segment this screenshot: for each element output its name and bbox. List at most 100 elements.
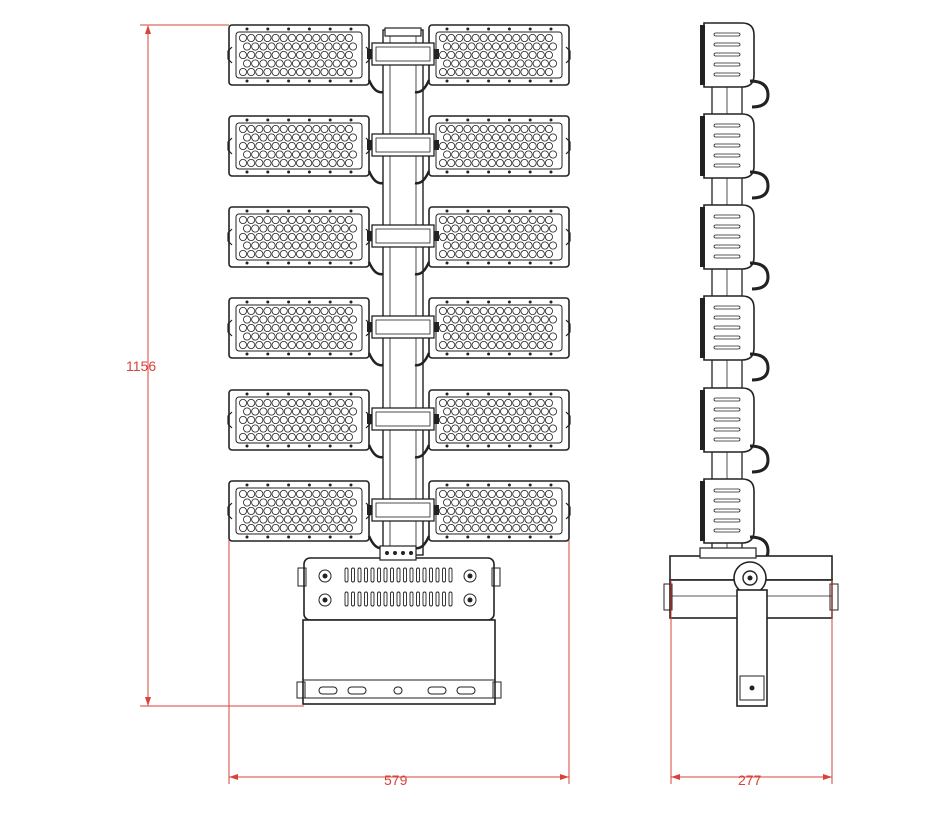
pole-clamp-inner <box>375 46 431 62</box>
led-lens <box>520 306 529 315</box>
cooling-slot <box>377 591 381 607</box>
led-lens <box>332 42 341 51</box>
led-lens <box>271 215 280 224</box>
led-lens <box>471 249 480 258</box>
mount-dot <box>266 352 270 356</box>
mount-dot <box>307 27 311 31</box>
led-lens <box>532 407 541 416</box>
led-lens <box>259 332 268 341</box>
led-lens <box>536 125 545 134</box>
led-lens <box>540 224 549 233</box>
led-lens <box>438 34 447 43</box>
mount-dot <box>349 444 353 448</box>
mount-dot <box>266 300 270 304</box>
led-lens <box>475 332 484 341</box>
led-lens <box>528 51 537 60</box>
led-lens <box>320 306 329 315</box>
led-lens <box>238 68 247 77</box>
led-lens <box>340 515 349 524</box>
led-lens <box>275 498 284 507</box>
led-lens <box>508 407 517 416</box>
pole-clamp-inner <box>375 137 431 153</box>
led-lens <box>520 34 529 43</box>
led-lens <box>459 133 468 142</box>
led-lens <box>483 424 492 433</box>
cooling-slot <box>442 567 446 583</box>
led-lens <box>291 42 300 51</box>
side-module-housing <box>703 22 755 88</box>
led-lens <box>324 515 333 524</box>
led-lens <box>279 215 288 224</box>
mount-dot <box>549 209 553 213</box>
led-lens <box>344 249 353 258</box>
led-lens <box>279 340 288 349</box>
led-lens <box>336 51 345 60</box>
led-module <box>227 115 371 177</box>
mount-dot <box>287 170 291 174</box>
led-lens <box>283 315 292 324</box>
led-lens <box>487 489 496 498</box>
led-lens <box>312 340 321 349</box>
led-lens <box>316 150 325 159</box>
led-lens <box>467 498 476 507</box>
led-lens <box>504 249 513 258</box>
led-lens <box>438 489 447 498</box>
led-lens <box>263 158 272 167</box>
led-lens <box>540 241 549 250</box>
mount-dot <box>445 118 449 122</box>
led-lens <box>496 506 505 515</box>
led-lens <box>447 323 456 332</box>
led-lens <box>504 489 513 498</box>
mount-dot <box>287 352 291 356</box>
led-lens <box>496 51 505 60</box>
led-lens <box>296 524 305 533</box>
mount-dot <box>328 444 332 448</box>
led-lens <box>471 125 480 134</box>
led-lens <box>532 59 541 68</box>
led-lens <box>296 158 305 167</box>
led-lens <box>438 432 447 441</box>
led-lens <box>512 232 521 241</box>
cooling-slot <box>357 591 362 607</box>
led-lens <box>451 498 460 507</box>
bracket-tab <box>492 681 502 699</box>
led-module <box>427 389 571 451</box>
led-lens <box>279 141 288 150</box>
led-lens <box>291 498 300 507</box>
clamp-bolt <box>434 414 439 424</box>
led-lens <box>344 232 353 241</box>
led-lens <box>243 332 252 341</box>
led-lens <box>263 68 272 77</box>
led-lens <box>479 489 488 498</box>
led-lens <box>348 332 357 341</box>
led-lens <box>275 332 284 341</box>
mount-dot <box>549 483 553 487</box>
led-lens <box>479 215 488 224</box>
arm-curve <box>367 170 384 185</box>
led-lens <box>471 323 480 332</box>
led-lens <box>308 150 317 159</box>
led-lens <box>308 332 317 341</box>
led-lens <box>271 141 280 150</box>
led-lens <box>544 506 553 515</box>
led-lens <box>255 215 264 224</box>
led-lens <box>238 398 247 407</box>
led-lens <box>283 407 292 416</box>
led-lens <box>304 158 313 167</box>
cooling-slot <box>364 591 368 607</box>
led-lens <box>255 432 264 441</box>
led-module <box>227 297 371 359</box>
cooling-slot <box>370 567 375 583</box>
side-clip <box>227 502 233 520</box>
led-lens <box>328 489 337 498</box>
led-lens <box>336 141 345 150</box>
led-lens <box>438 232 447 241</box>
led-lens <box>287 125 296 134</box>
led-lens <box>287 68 296 77</box>
arm-curve <box>367 444 384 459</box>
led-lens <box>479 340 488 349</box>
mount-dot <box>466 392 470 396</box>
led-lens <box>451 424 460 433</box>
led-lens <box>283 498 292 507</box>
led-lens <box>540 498 549 507</box>
